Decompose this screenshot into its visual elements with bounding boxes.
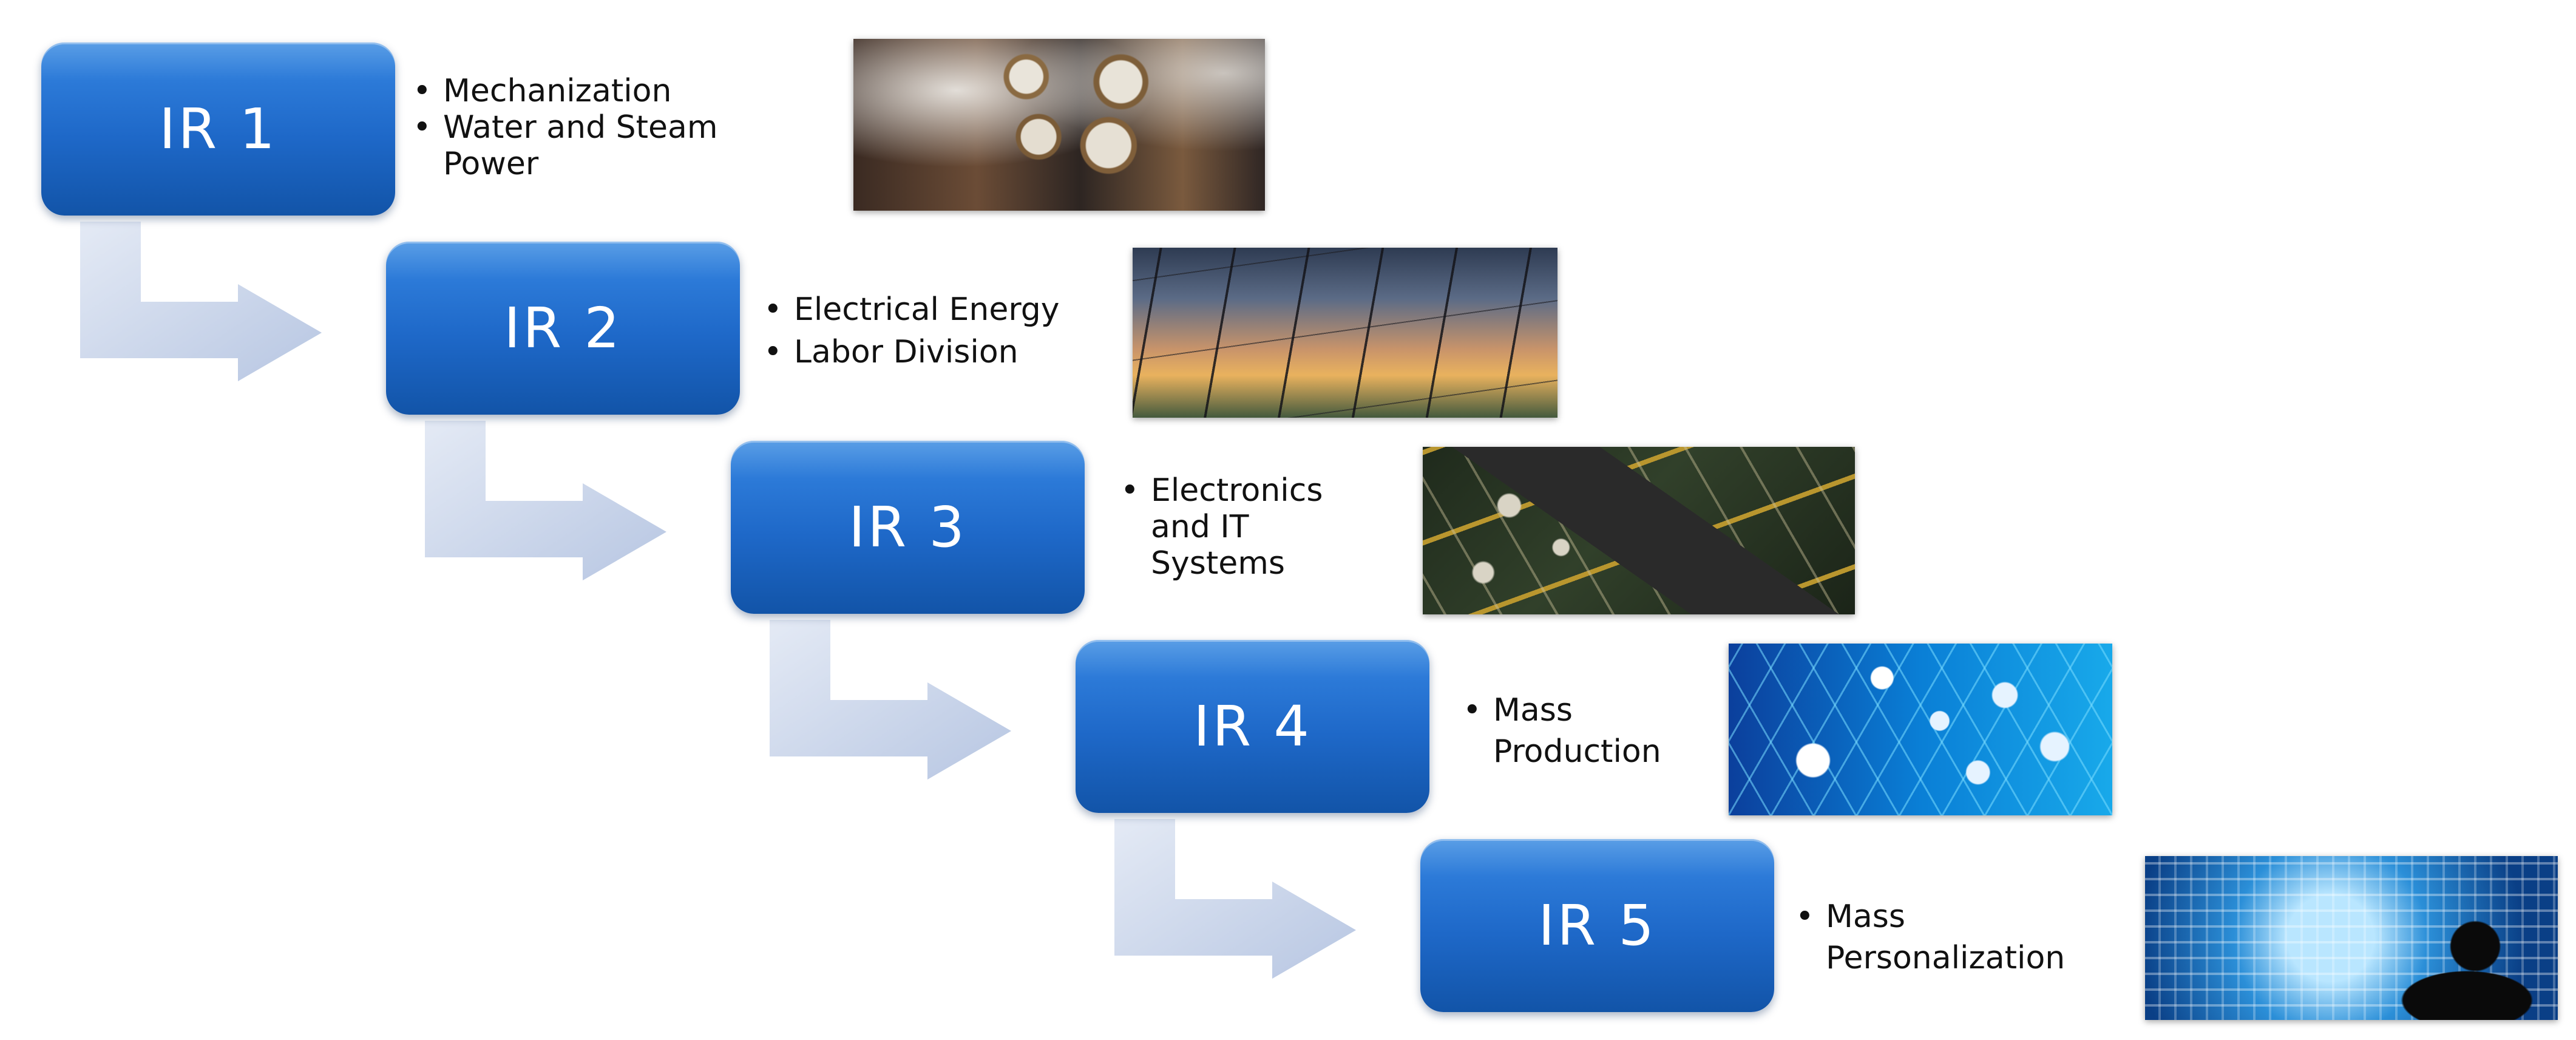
ir1-bullet: Mechanization — [413, 73, 789, 109]
ir5-bullet-list: Mass Personalization — [1795, 896, 2135, 979]
digital-globe-photo — [2145, 856, 2558, 1020]
ir1-label: IR 1 — [159, 97, 277, 161]
ir4-bullet: Mass Production — [1463, 690, 1718, 772]
arrow-ir1-to-ir2 — [80, 222, 322, 381]
ir3-box: IR 3 — [731, 441, 1085, 614]
ir1-bullet-list: Mechanization Water and Steam Power — [413, 73, 789, 182]
hex-icon-network-photo — [1729, 644, 2112, 815]
ir3-label: IR 3 — [849, 495, 967, 560]
ir5-bullet: Mass Personalization — [1795, 896, 2135, 979]
ir1-bullet: Water and Steam Power — [413, 109, 789, 182]
ir3-bullet: Electronics and IT Systems — [1120, 472, 1375, 582]
ir2-bullet: Labor Division — [764, 334, 1140, 370]
ir3-bullet-list: Electronics and IT Systems — [1120, 472, 1375, 582]
arrow-ir4-to-ir5 — [1114, 819, 1356, 979]
ir1-box: IR 1 — [41, 42, 395, 216]
ir2-label: IR 2 — [504, 296, 622, 361]
ir5-label: IR 5 — [1538, 893, 1656, 958]
ir5-box: IR 5 — [1420, 839, 1774, 1012]
power-pylons-photo — [1133, 248, 1557, 418]
ir2-bullet: Electrical Energy — [764, 291, 1140, 328]
circuit-board-photo — [1423, 447, 1855, 614]
steam-gauges-photo — [853, 39, 1265, 211]
ir4-label: IR 4 — [1193, 694, 1312, 759]
ir4-box: IR 4 — [1076, 640, 1429, 813]
ir4-bullet-list: Mass Production — [1463, 690, 1718, 772]
arrow-ir3-to-ir4 — [770, 620, 1011, 780]
arrow-ir2-to-ir3 — [425, 421, 666, 580]
ir2-bullet-list: Electrical Energy Labor Division — [764, 291, 1140, 370]
ir2-box: IR 2 — [386, 242, 740, 415]
